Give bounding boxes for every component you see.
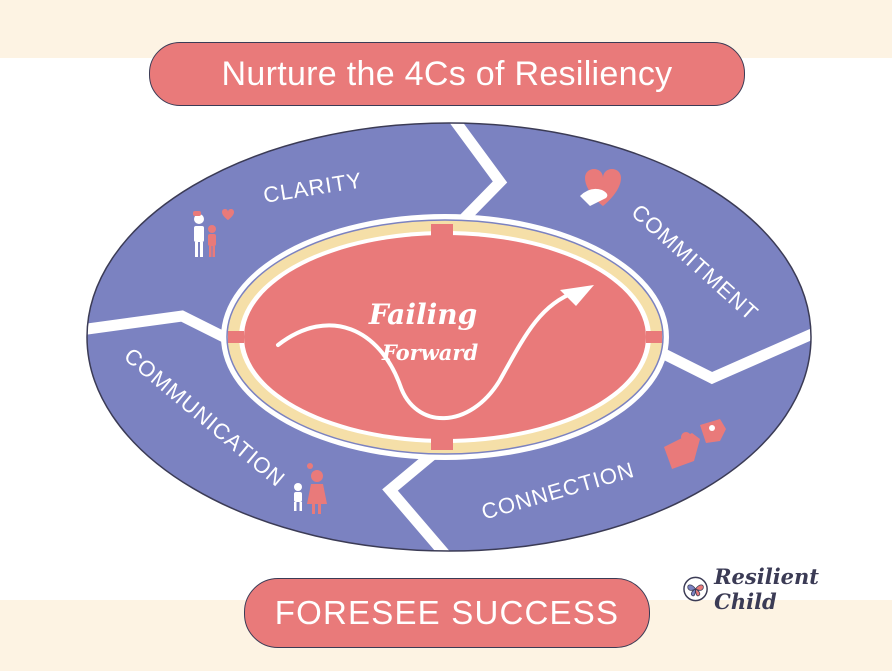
butterfly-icon: [683, 576, 708, 602]
footer-text: FORESEE SUCCESS: [274, 594, 620, 631]
parent-child-heart-icon: [193, 209, 234, 257]
brand-name: Resilient Child: [714, 564, 820, 614]
ring-tick-right: [646, 331, 662, 343]
center-ellipse: [244, 235, 646, 439]
footer-banner: FORESEE SUCCESS: [244, 578, 650, 648]
title-banner: Nurture the 4Cs of Resiliency: [149, 42, 745, 106]
divider-right: [657, 328, 811, 385]
page-title: Nurture the 4Cs of Resiliency: [221, 54, 673, 93]
outer-ring-outline: [86, 122, 812, 552]
ring-tick-left: [228, 331, 244, 343]
brand-logo: Resilient Child: [683, 564, 883, 614]
hands-heart-icon: [580, 169, 621, 206]
puzzle-pieces-icon: [664, 419, 726, 469]
parent-child-talk-icon: [294, 463, 327, 514]
arrowhead-icon: [560, 285, 594, 306]
center-line-1: Failing: [368, 298, 477, 331]
center-line-2: Forward: [381, 340, 479, 365]
ring-tick-top: [431, 224, 453, 238]
divider-left: [87, 310, 233, 345]
ring-tick-bottom: [431, 436, 453, 450]
failing-forward-curve: [276, 290, 577, 421]
divider-bottom: [382, 440, 455, 551]
